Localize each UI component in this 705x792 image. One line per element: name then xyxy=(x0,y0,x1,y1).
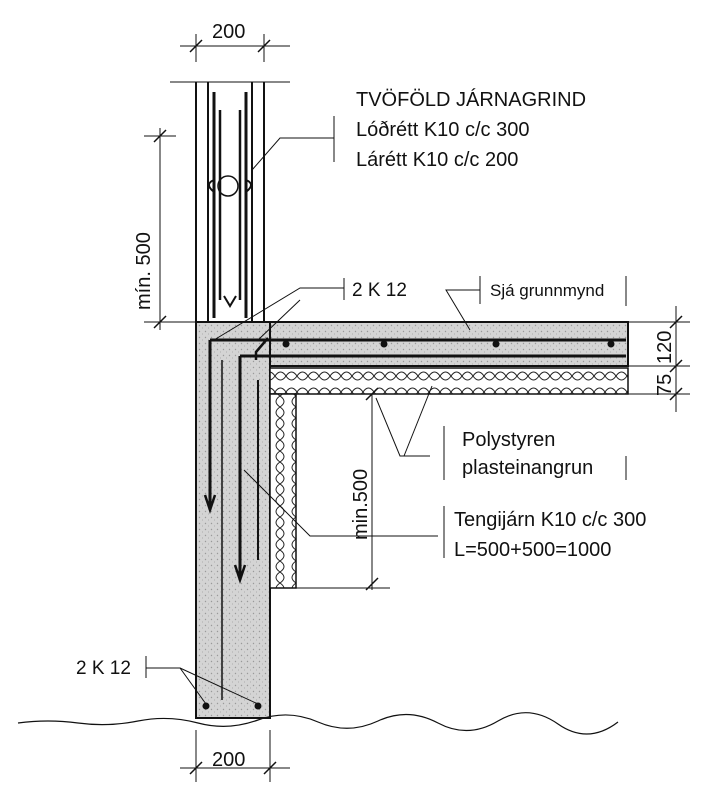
label-see-plan: Sjá grunnmynd xyxy=(490,281,604,300)
tie-bars xyxy=(202,340,262,710)
dim-min500-left-label: mín. 500 xyxy=(133,232,155,310)
dim-slab-right xyxy=(628,306,690,412)
dim-top-200 xyxy=(180,34,290,62)
label-vertical-bars: Lóðrétt K10 c/c 300 xyxy=(356,119,529,141)
label-horizontal-bars: Lárétt K10 c/c 200 xyxy=(356,149,518,171)
leader-see-plan xyxy=(445,276,627,331)
slab-insulation xyxy=(269,367,629,395)
leader-2k12-bottom xyxy=(145,656,259,705)
slab-rebar xyxy=(210,337,626,360)
wall-insulation xyxy=(269,393,297,589)
label-grid-title: TVÖFÖLD JÁRNAGRIND xyxy=(356,88,586,111)
dim-bottom-200-label: 200 xyxy=(212,749,245,771)
label-2k12-bottom: 2 K 12 xyxy=(76,658,131,679)
leader-tie-bars xyxy=(243,469,445,558)
label-tie-length: L=500+500=1000 xyxy=(454,539,611,561)
dim-min500-left xyxy=(144,128,196,330)
leader-insulation xyxy=(375,385,627,480)
dim-insulation-75-label: 75 xyxy=(654,374,676,396)
upper-wall-rebar xyxy=(208,92,252,318)
leader-double-grid xyxy=(251,116,335,171)
label-insulation-1: Polystyren xyxy=(462,429,555,451)
dim-bottom-200 xyxy=(180,730,290,782)
leader-2k12-top xyxy=(213,278,345,341)
upper-wall xyxy=(170,81,290,322)
dim-min500-inner-label: min.500 xyxy=(350,469,372,540)
dim-slab-120-label: 120 xyxy=(654,331,676,364)
dim-min500-inner xyxy=(296,387,390,591)
ground-line xyxy=(17,712,619,735)
dim-top-200-label: 200 xyxy=(212,21,245,43)
label-insulation-2: plasteinangrun xyxy=(462,457,593,479)
label-2k12-top: 2 K 12 xyxy=(352,280,407,301)
label-tie-bars: Tengijárn K10 c/c 300 xyxy=(454,509,646,531)
